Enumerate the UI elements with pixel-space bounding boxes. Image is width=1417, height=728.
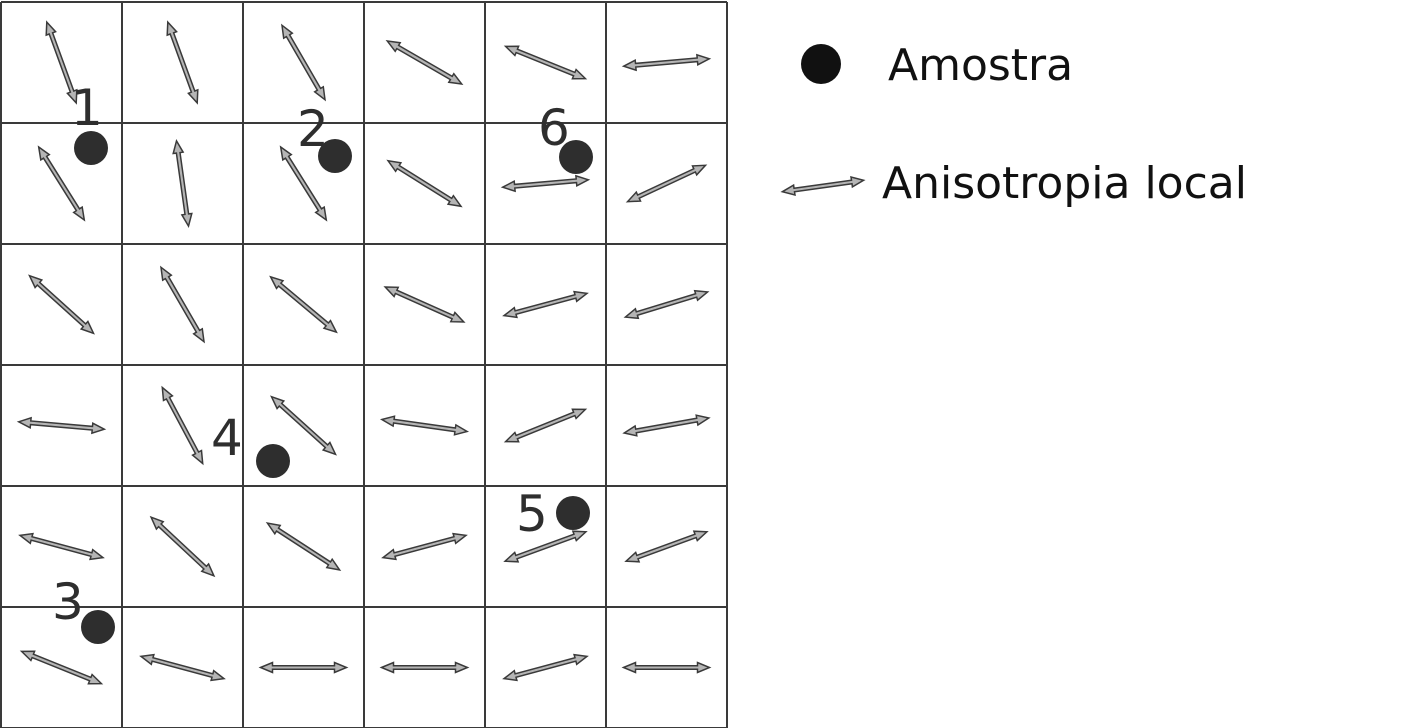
anisotropy-arrow [281, 23, 326, 102]
legend: Amostra Anisotropia local [780, 40, 1247, 209]
anisotropy-arrow [45, 20, 78, 105]
anisotropy-arrow [258, 661, 349, 674]
anisotropy-arrow [383, 286, 466, 323]
anisotropy-arrow [621, 53, 712, 72]
legend-sample-label: Amostra [888, 40, 1073, 91]
sample-label: 3 [52, 573, 84, 631]
anisotropy-arrow [37, 145, 86, 222]
anisotropy-arrows [16, 20, 712, 685]
anisotropy-arrow [379, 415, 470, 436]
legend-arrow-icon [780, 175, 866, 197]
samples: 1 2 3 4 5 6 [52, 79, 593, 644]
legend-arrow-label: Anisotropia local [882, 158, 1247, 209]
anisotropy-arrow [19, 650, 104, 685]
anisotropy-arrow [269, 275, 338, 334]
anisotropy-arrow [622, 414, 711, 437]
sample-dot [74, 131, 108, 165]
anisotropy-arrow [161, 385, 204, 466]
anisotropy-arrow [621, 661, 712, 674]
anisotropy-arrow [172, 138, 193, 229]
anisotropy-arrow [624, 530, 709, 563]
sample-dot [81, 610, 115, 644]
anisotropy-arrow [270, 395, 337, 456]
sample-label: 1 [71, 79, 103, 137]
anisotropy-arrow [279, 145, 328, 222]
anisotropy-arrow [503, 408, 588, 443]
anisotropy-arrow [385, 40, 464, 85]
legend-sample-icon [801, 44, 841, 84]
anisotropy-arrow [502, 290, 589, 319]
anisotropy-arrow [503, 530, 588, 563]
sample-label: 4 [211, 409, 243, 467]
sample-dot [256, 444, 290, 478]
sample-label: 2 [297, 100, 329, 158]
grid [0, 1, 728, 728]
anisotropy-arrow [160, 265, 205, 344]
anisotropy-arrow [500, 174, 591, 193]
anisotropy-arrow [623, 289, 710, 320]
anisotropy-arrow [503, 45, 588, 80]
anisotropy-arrow [381, 532, 468, 561]
sample-dot [559, 140, 593, 174]
anisotropy-arrow [502, 653, 589, 682]
anisotropy-arrow [149, 515, 216, 578]
anisotropy-arrow [28, 274, 95, 335]
anisotropy-arrow [386, 159, 463, 208]
anisotropy-arrow [16, 416, 107, 435]
sample-dot [318, 139, 352, 173]
anisotropy-arrow [265, 522, 342, 571]
sample-dot [556, 496, 590, 530]
anisotropy-arrow [379, 661, 470, 674]
anisotropy-arrow [18, 532, 105, 561]
anisotropy-arrow [625, 164, 708, 203]
anisotropy-arrow [166, 20, 199, 105]
anisotropy-arrow [139, 653, 226, 682]
legend-arrow-shape [780, 175, 866, 197]
sample-label: 6 [538, 99, 570, 157]
sample-label: 5 [516, 485, 548, 543]
